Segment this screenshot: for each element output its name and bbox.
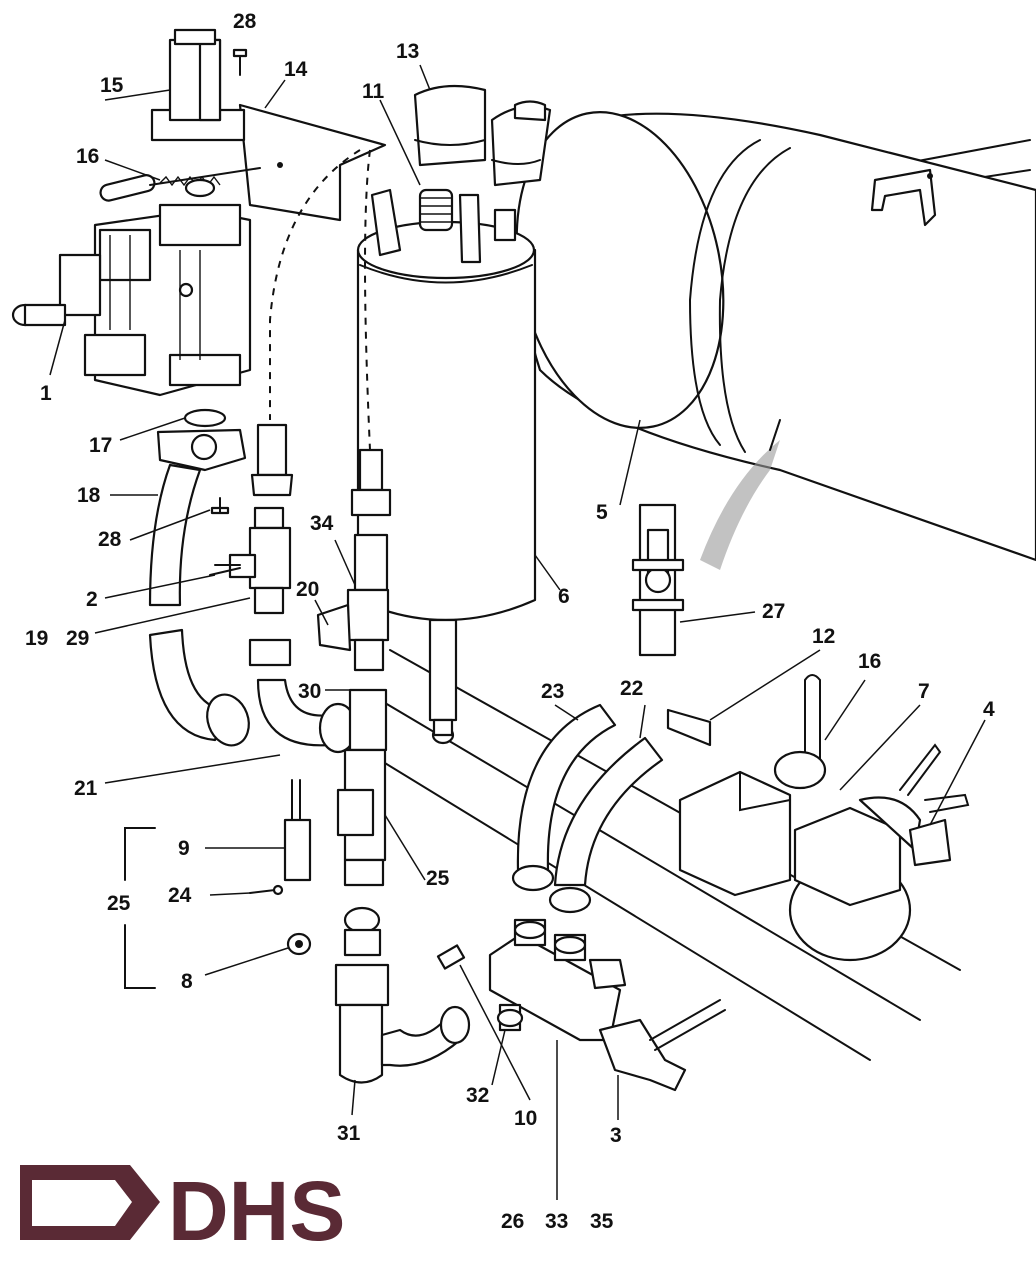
group-bracket-25 [124,827,156,989]
callout-28a: 28 [233,10,257,33]
callout-9: 9 [178,837,190,860]
cylinder-tank [356,188,537,745]
mounting-bracket-and-coil [150,28,387,222]
callout-25a: 25 [426,867,450,890]
dashed-route-line [269,149,361,420]
gas-valve [11,203,252,397]
callout-27: 27 [762,600,785,623]
callout-19: 19 [25,627,48,650]
pipe-stub-upper [250,423,294,497]
spring-rod-top [99,167,261,202]
clip-part [666,708,712,747]
callout-22: 22 [620,677,643,700]
flue-flow-arrow [700,419,781,570]
water-manifold [436,918,726,1092]
callout-5: 5 [596,501,608,524]
callout-14: 14 [284,58,308,81]
callout-30: 30 [298,680,321,703]
leader-lines [49,64,986,1200]
callout-11: 11 [362,80,385,103]
callout-6: 6 [558,585,570,608]
callout-24: 24 [168,884,192,907]
callout-8: 8 [181,970,193,993]
logo-text: DHS [168,1164,345,1258]
callout-16a: 16 [76,145,99,168]
callout-26: 26 [501,1210,524,1233]
callout-labels: 1 2 3 4 5 6 7 8 9 10 11 12 13 14 15 16 1… [25,10,995,1233]
lower-hoses [148,628,358,754]
callout-25b: 25 [107,892,131,915]
flexible-hoses [511,703,664,914]
callout-18: 18 [77,484,101,507]
callout-3: 3 [610,1124,622,1147]
callout-32: 32 [466,1084,489,1107]
ignition-caps [413,84,552,187]
flange-and-hose [148,408,247,607]
callout-7: 7 [918,680,930,703]
callout-4: 4 [983,698,995,721]
callout-13: 13 [396,40,419,63]
callout-20: 20 [296,578,319,601]
callout-17: 17 [89,434,112,457]
callout-29: 29 [66,627,89,650]
vertical-pipe-assembly [316,448,471,1084]
callout-21: 21 [74,777,98,800]
dhs-logo: DHS [20,1164,345,1258]
sight-glass-bracket [631,503,685,657]
heat-exchanger-cylinder [515,111,1036,562]
callout-35: 35 [590,1210,614,1233]
callout-15: 15 [100,74,124,97]
tee-fitting-with-sensor [209,506,292,615]
callout-33: 33 [545,1210,568,1233]
callout-23: 23 [541,680,564,703]
pin-wire [804,674,821,761]
microswitch-parts [249,779,312,956]
callout-31: 31 [337,1122,361,1145]
callout-28b: 28 [98,528,122,551]
callout-1: 1 [40,382,52,405]
callout-10: 10 [514,1107,537,1130]
burner-and-pump [678,743,970,962]
callout-16b: 16 [858,650,881,673]
callout-2: 2 [86,588,98,611]
callout-12: 12 [812,625,835,648]
logo-arrow-mark [20,1165,160,1240]
callout-34: 34 [310,512,334,535]
